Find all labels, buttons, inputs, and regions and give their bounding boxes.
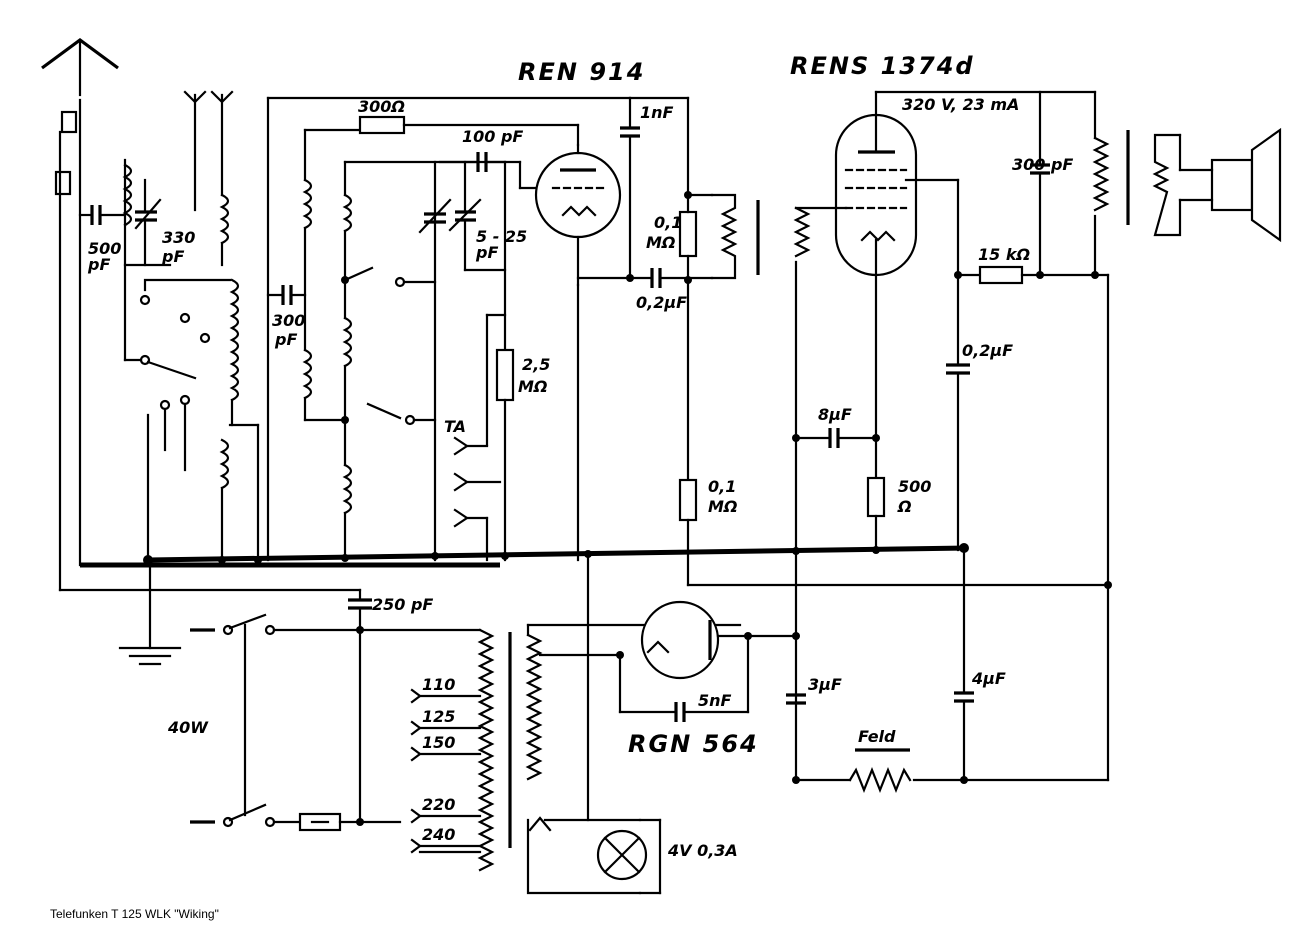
label-3uf: 3μF [808, 675, 842, 694]
label-300pf-right: 300 pF [1012, 155, 1073, 174]
label-8uf: 8μF [818, 405, 852, 424]
label-01m-top-unit: MΩ [646, 233, 676, 252]
label-tap-240: 240 [422, 825, 455, 844]
output-transformer [1030, 90, 1182, 277]
grid-capacitor-100pf [438, 152, 550, 190]
pickup-jack-ta [453, 436, 502, 562]
label-02uf-right: 0,2μF [962, 341, 1013, 360]
label-2.5m-unit: MΩ [518, 377, 548, 396]
tube-rens1374d [794, 90, 1097, 440]
tuning-coil-300pf [266, 96, 632, 562]
variable-capacitor-330pf [123, 178, 172, 267]
label-5-25-unit: pF [475, 243, 498, 262]
label-01m-top: 0,1 [654, 213, 682, 232]
label-4uf: 4μF [971, 669, 1006, 688]
antenna-coil [122, 158, 133, 362]
speaker [1178, 127, 1282, 243]
label-40w: 40W [167, 718, 209, 737]
label-01m-low-unit: MΩ [708, 497, 738, 516]
schematic-caption: Telefunken T 125 WLK "Wiking" [50, 907, 219, 921]
label-tap-220: 220 [422, 795, 455, 814]
tube-ren914 [534, 143, 622, 562]
label-15k: 15 kΩ [978, 245, 1030, 264]
cathode-resistor-500 [866, 436, 886, 552]
label-5nf: 5nF [698, 691, 732, 710]
label-330-unit: pF [161, 247, 184, 266]
ground-bus [80, 543, 969, 568]
filter-capacitors [786, 546, 974, 784]
tube-label-ren914: REN 914 [518, 58, 645, 86]
label-500-unit: Ω [897, 497, 912, 516]
pilot-lamp [596, 818, 662, 895]
mains-transformer [410, 628, 512, 872]
label-250pf: 250 pF [372, 595, 433, 614]
capacitor-500pf [78, 205, 127, 225]
label-field: Feld [858, 727, 896, 746]
label-tap-125: 125 [422, 707, 455, 726]
capacitor-250pf [348, 588, 372, 826]
plate-circuit [576, 96, 1110, 587]
label-300pf-left-unit: pF [274, 330, 297, 349]
coupling-coil-top [183, 90, 234, 267]
label-tap-150: 150 [422, 733, 455, 752]
label-2.5m: 2,5 [522, 355, 550, 374]
tube-rgn564 [616, 600, 800, 722]
label-330: 330 [162, 228, 195, 247]
label-5-25: 5 - 25 [476, 227, 527, 246]
grid-leak-2.5m [485, 160, 515, 562]
label-supply: 320 V, 23 mA [902, 95, 1019, 114]
main-tuning-capacitor [418, 160, 507, 562]
ground-symbol [118, 558, 182, 666]
label-lamp: 4V 0,3A [667, 841, 738, 860]
capacitor-8uf [794, 428, 880, 448]
label-500pf-unit: pF [87, 255, 110, 274]
fuse [298, 812, 402, 832]
label-1nf: 1nF [640, 103, 674, 122]
label-300k: 300Ω [358, 97, 405, 116]
tube-label-rgn564: RGN 564 [628, 730, 759, 758]
oscillator-coil-left [219, 278, 260, 562]
label-300pf-left: 300 [272, 311, 305, 330]
label-ta: TA [444, 417, 466, 436]
screen-supply [946, 265, 1112, 589]
label-tap-110: 110 [422, 675, 455, 694]
field-coil [794, 583, 1110, 793]
tube-label-rens1374d: RENS 1374d [790, 52, 975, 80]
antenna-symbol [41, 38, 119, 97]
resistor-300k [358, 115, 580, 147]
label-500pf: 500 [88, 239, 121, 258]
detector-coils [341, 160, 507, 562]
band-switch [123, 278, 232, 562]
label-100pf: 100 pF [462, 127, 523, 146]
antenna-connector [54, 98, 362, 592]
label-01m-low: 0,1 [708, 477, 736, 496]
mains-switch [190, 613, 482, 828]
label-500: 500 [898, 477, 931, 496]
label-02uf-coupling: 0,2μF [636, 293, 687, 312]
